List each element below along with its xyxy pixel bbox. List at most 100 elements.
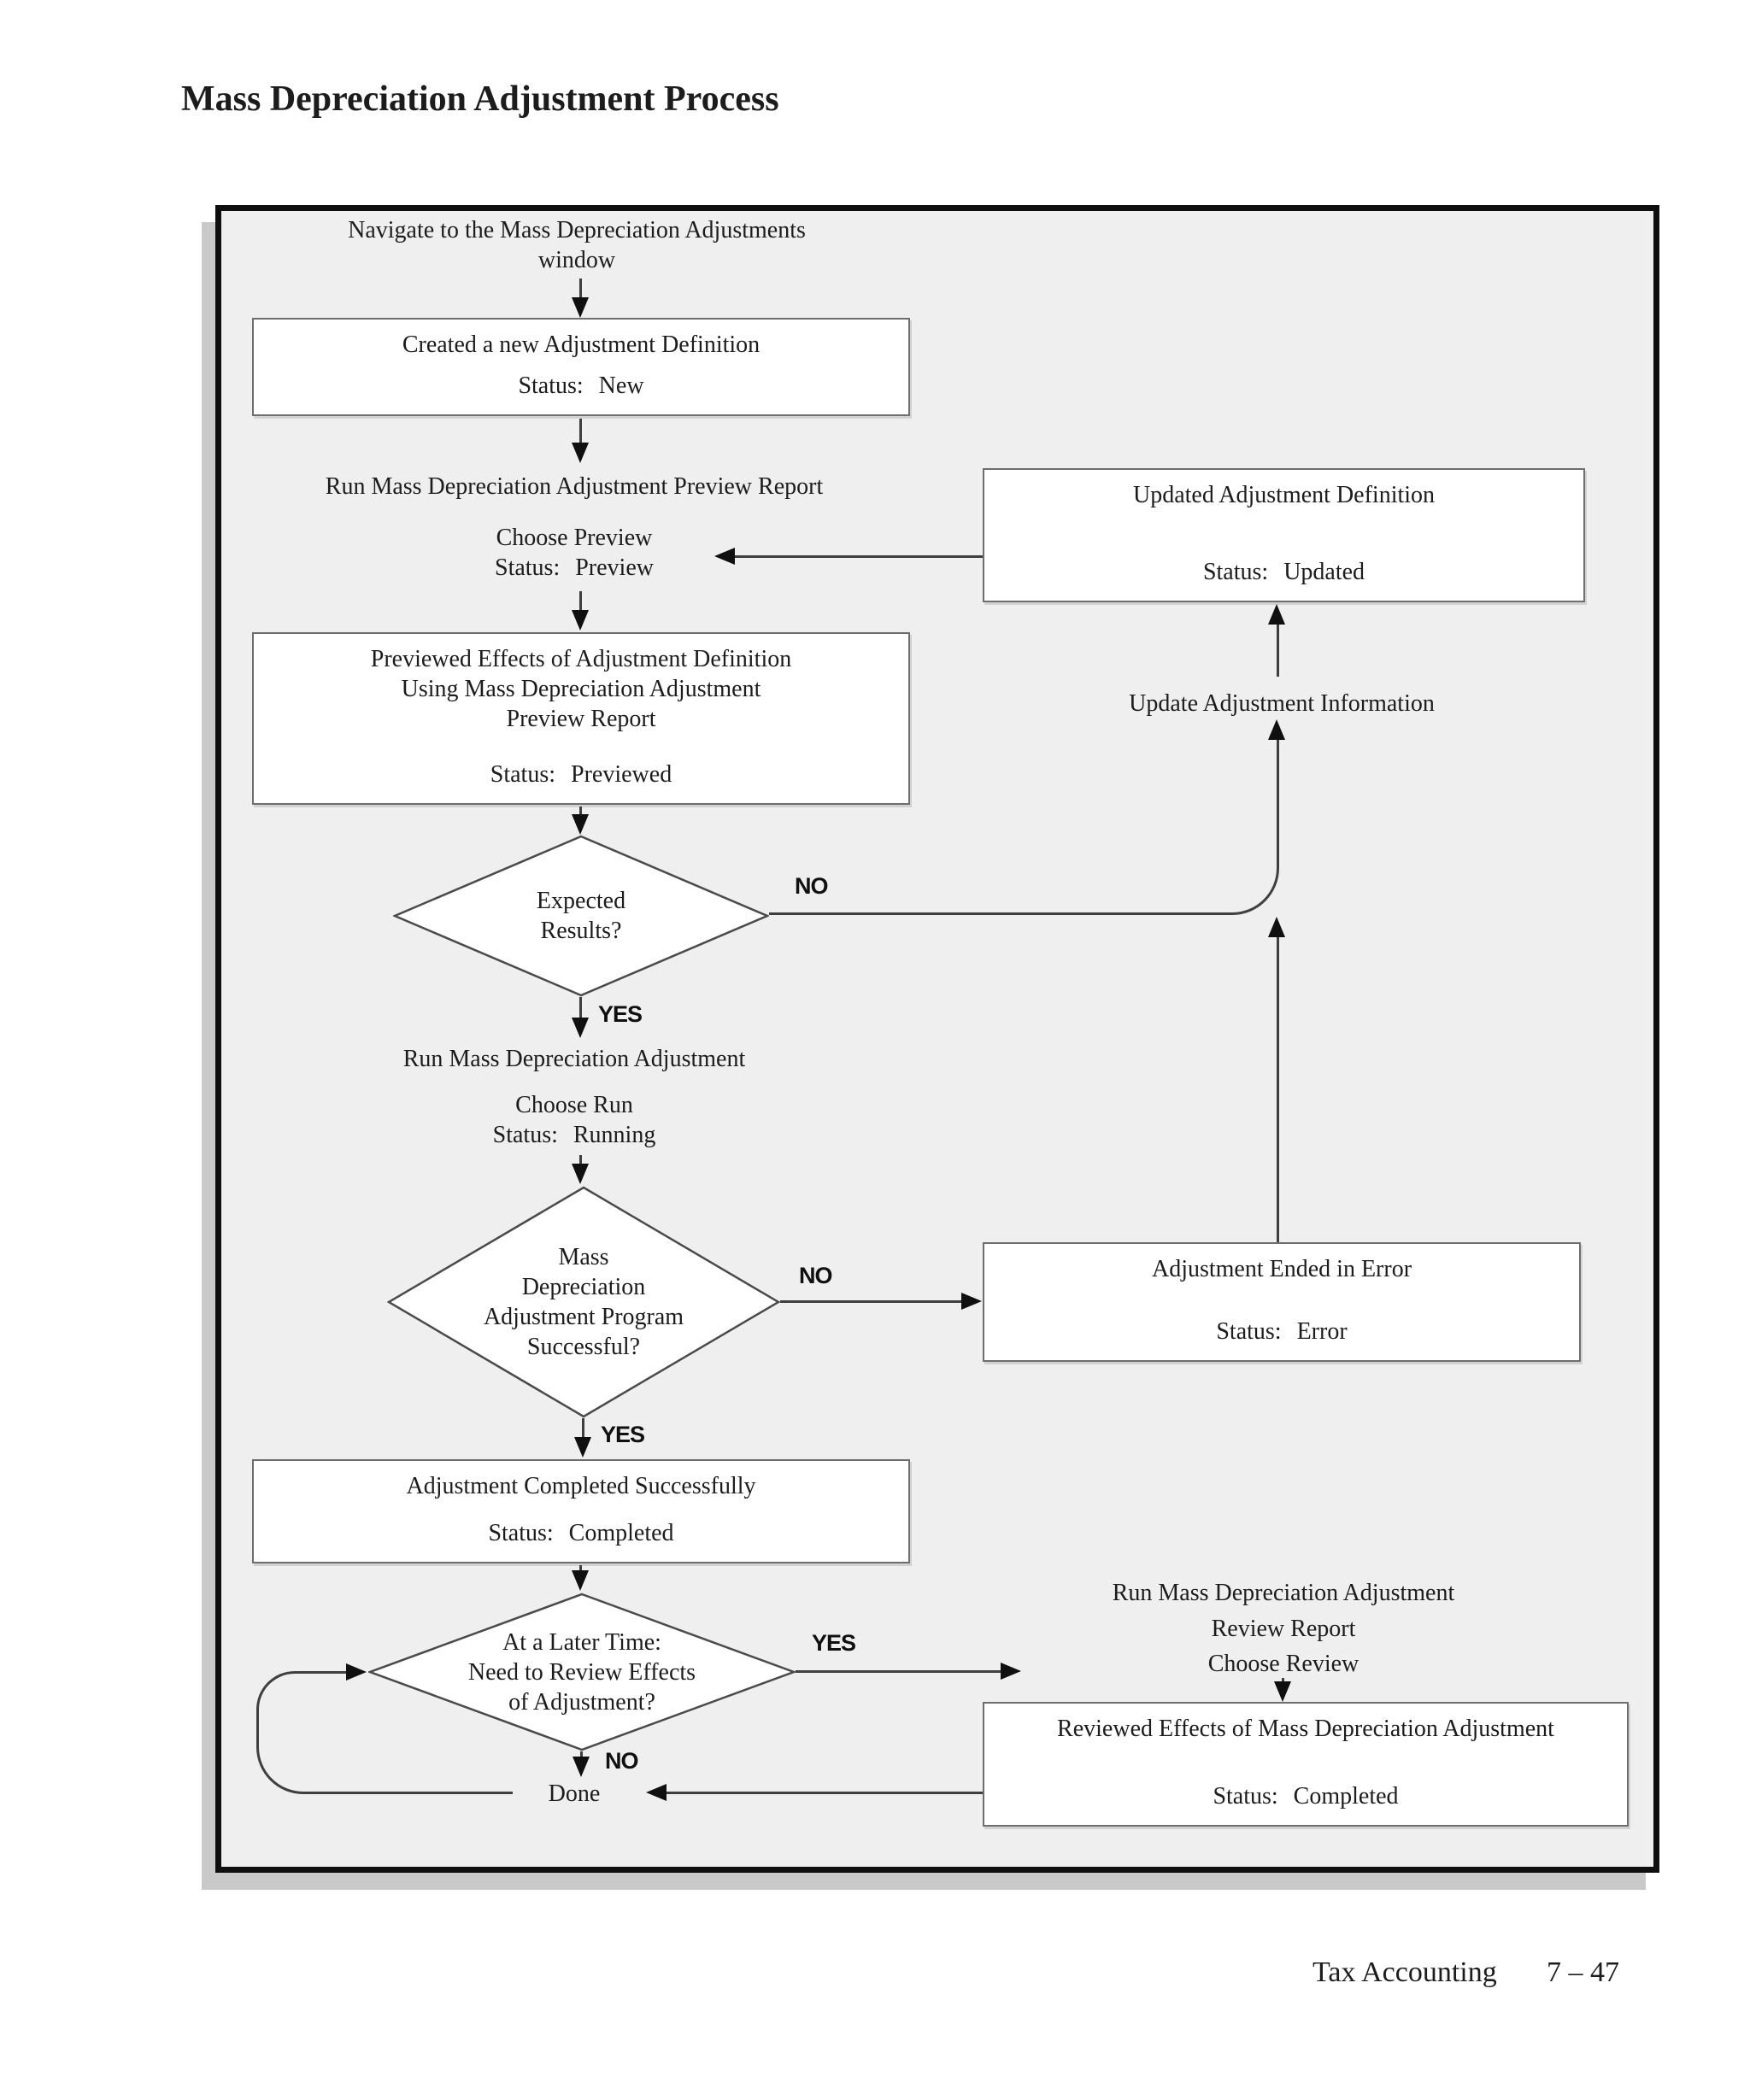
arrowhead-down-icon <box>572 610 589 631</box>
status-value: Error <box>1296 1318 1348 1345</box>
connector-successful-no <box>780 1300 961 1303</box>
choose-preview-label: Choose Preview <box>496 525 653 551</box>
connector-info-to-updated <box>1277 625 1279 677</box>
diamond-shape <box>387 1186 780 1418</box>
error-title: Adjustment Ended in Error <box>1151 1256 1412 1282</box>
previewed-line3: Preview Report <box>506 706 656 732</box>
status-prefix: Status: <box>490 761 556 788</box>
decision-successful-shape <box>387 1186 780 1418</box>
previewed-line1: Previewed Effects of Adjustment Definiti… <box>370 646 792 672</box>
decision-expected-results-shape <box>393 835 769 997</box>
diamond-shape <box>393 835 769 997</box>
status-prefix: Status: <box>1202 559 1269 585</box>
connector-expected-no-path <box>769 740 1279 915</box>
completed-status-line: Status: Completed <box>488 1518 673 1548</box>
decision-later-review-text: At a Later Time: Need to Review Effects … <box>368 1593 796 1751</box>
expected-line1: Expected <box>536 888 626 914</box>
connector-created-to-preview <box>579 419 582 444</box>
reviewed-status-line: Status: Completed <box>1213 1781 1398 1811</box>
arrowhead-down-icon <box>572 443 589 463</box>
arrowhead-up-icon <box>1268 719 1285 740</box>
status-prefix: Status: <box>1216 1318 1282 1345</box>
label-yes: YES <box>812 1630 856 1656</box>
arrowhead-down-icon <box>573 1757 590 1777</box>
previewed-line2: Using Mass Depreciation Adjustment <box>401 676 761 702</box>
expected-line2: Results? <box>540 918 622 944</box>
choose-run-label: Choose Run <box>515 1092 633 1118</box>
arrowhead-down-icon <box>572 1018 589 1038</box>
previewed-title: Previewed Effects of Adjustment Definiti… <box>371 644 792 734</box>
node-update-info-text: Update Adjustment Information <box>1129 690 1435 717</box>
node-created-definition-box: Created a new Adjustment Definition Stat… <box>252 318 910 416</box>
review-report-line2: Review Report <box>1211 1616 1356 1642</box>
later-line2: Need to Review Effects <box>467 1658 696 1686</box>
choose-run-status-line: Status:Running <box>361 1120 788 1150</box>
error-status-line: Status: Error <box>1216 1317 1347 1346</box>
updated-status-line: Status: Updated <box>1203 557 1365 587</box>
created-title: Created a new Adjustment Definition <box>402 331 760 358</box>
arrowhead-up-icon <box>1268 604 1285 625</box>
connector-preview-to-previewed <box>579 591 582 612</box>
connector-expected-yes <box>579 997 582 1019</box>
successful-line2: Depreciation <box>521 1274 646 1300</box>
status-prefix: Status: <box>488 1520 554 1546</box>
connector-completed-to-later <box>579 1565 582 1572</box>
navigate-line2: window <box>537 247 616 273</box>
successful-line3: Adjustment Program <box>483 1304 684 1330</box>
status-value: Updated <box>1283 559 1365 585</box>
status-prefix: Status: <box>1213 1783 1278 1810</box>
node-choose-run-text: Choose Run Status:Running <box>361 1090 788 1150</box>
arrowhead-left-icon <box>714 548 735 565</box>
successful-line1: Mass <box>558 1244 609 1270</box>
status-value: Preview <box>575 554 654 581</box>
node-error-box: Adjustment Ended in Error Status: Error <box>983 1242 1581 1362</box>
decision-successful-text: Mass Depreciation Adjustment Program Suc… <box>387 1186 780 1418</box>
status-prefix: Status: <box>518 372 584 399</box>
node-run-adjustment-text: Run Mass Depreciation Adjustment <box>402 1046 746 1072</box>
status-value: Completed <box>568 1520 674 1546</box>
node-choose-preview-text: Choose Preview Status: Preview <box>361 523 788 583</box>
arrowhead-down-icon <box>572 814 589 835</box>
page-title: Mass Depreciation Adjustment Process <box>181 79 779 119</box>
arrowhead-right-icon <box>961 1293 982 1310</box>
connector-successful-yes <box>582 1418 584 1439</box>
node-completed-box: Adjustment Completed Successfully Status… <box>252 1459 910 1563</box>
arrowhead-down-icon <box>574 1437 591 1458</box>
arrowhead-down-icon <box>572 297 589 318</box>
footer-section: Tax Accounting <box>1312 1956 1497 1988</box>
connector-previewed-to-expected <box>579 807 582 816</box>
choose-preview-status-line: Status: Preview <box>361 553 788 583</box>
arrowhead-down-icon <box>572 1164 589 1184</box>
later-line3: of Adjustment? <box>508 1688 655 1716</box>
node-navigate-text: Navigate to the Mass Depreciation Adjust… <box>282 215 872 275</box>
status-prefix: Status: <box>495 554 561 581</box>
node-reviewed-box: Reviewed Effects of Mass Depreciation Ad… <box>983 1702 1629 1827</box>
connector-done-loop-bottom <box>256 1709 513 1794</box>
label-no: NO <box>799 1263 832 1288</box>
connector-done-loop-top <box>256 1671 346 1726</box>
connector-reviewed-to-done <box>665 1792 983 1794</box>
review-report-line1: Run Mass Depreciation Adjustment <box>1112 1580 1455 1606</box>
node-run-preview-text: Run Mass Depreciation Adjustment Preview… <box>325 473 824 500</box>
node-done-text: Done <box>548 1780 601 1807</box>
connector-nav-to-created <box>579 279 582 301</box>
decision-expected-results-text: Expected Results? <box>393 835 769 997</box>
navigate-line1: Navigate to the Mass Depreciation Adjust… <box>348 217 806 243</box>
updated-title: Updated Adjustment Definition <box>1132 482 1436 508</box>
label-yes: YES <box>598 1001 643 1027</box>
status-value: Completed <box>1293 1783 1399 1810</box>
completed-title: Adjustment Completed Successfully <box>406 1473 756 1499</box>
later-line1: At a Later Time: <box>502 1628 661 1656</box>
connector-later-yes <box>796 1670 1001 1673</box>
footer-page-number: 7 – 47 <box>1547 1956 1619 1988</box>
label-yes: YES <box>601 1422 645 1447</box>
arrowhead-right-icon <box>1001 1663 1021 1680</box>
reviewed-title: Reviewed Effects of Mass Depreciation Ad… <box>1057 1716 1554 1742</box>
previewed-status-line: Status:Previewed <box>490 760 672 789</box>
node-review-report-text: Run Mass Depreciation Adjustment Review … <box>1027 1575 1540 1647</box>
arrowhead-up-icon <box>1268 917 1285 937</box>
node-choose-review-text: Choose Review <box>1207 1651 1359 1677</box>
connector-updated-to-preview <box>733 555 983 558</box>
status-prefix: Status: <box>492 1122 558 1148</box>
